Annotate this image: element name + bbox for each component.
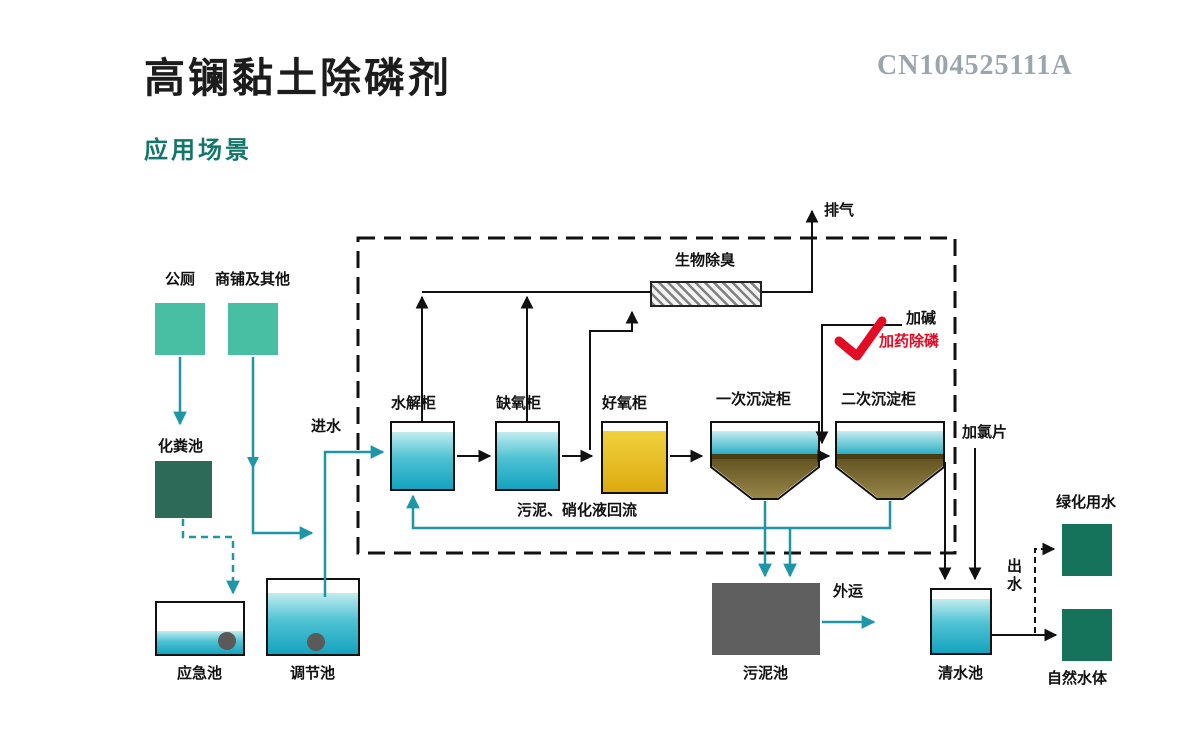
natural-water-body-box [1062, 609, 1112, 661]
shops-label: 商铺及其他 [215, 271, 291, 288]
septic-tank-box [155, 461, 212, 518]
sludge-nitrification-return-line [406, 494, 892, 530]
clear-water-pool-label: 清水池 [938, 665, 984, 682]
process-boundary-dashed [356, 236, 957, 555]
anoxic-tank-water [497, 432, 558, 489]
outlet-to-greening-water-dashed-line [1034, 542, 1056, 633]
transport-out-label: 外运 [833, 583, 864, 600]
primary-sedimentation-label: 一次沉淀柜 [716, 391, 792, 408]
aerobic-tank-box [601, 421, 668, 494]
pump-icon [307, 633, 325, 651]
septic-tank-label: 化粪池 [158, 438, 204, 455]
public-toilet-box [155, 303, 205, 355]
hydrolysis-tank-box [390, 421, 455, 491]
anoxic-tank-label: 缺氧柜 [496, 395, 542, 412]
exhaust-line [762, 209, 819, 293]
secondary-sedimentation-label: 二次沉淀柜 [841, 391, 917, 408]
bio-deodorization-box [650, 281, 762, 307]
septic-to-emergency-dashed-line [181, 519, 240, 595]
clear-water-pool-box [930, 588, 992, 655]
dosing-phosphorus-removal-label: 加药除磷 [879, 333, 940, 350]
natural-water-body-label: 自然水体 [1047, 670, 1108, 687]
hydrolysis-tank-water [392, 432, 453, 489]
exhaust-label: 排气 [824, 202, 855, 219]
shops-box [228, 303, 278, 355]
greening-water-label: 绿化用水 [1056, 494, 1117, 511]
pump-icon [218, 632, 236, 650]
return-flow-label: 污泥、硝化液回流 [517, 502, 638, 519]
bio-deodorization-label: 生物除臭 [675, 252, 736, 269]
sludge-pool-box [712, 583, 820, 655]
anoxic-tank-box [495, 421, 560, 491]
inlet-line [323, 445, 385, 597]
section-subtitle: 应用场景 [144, 137, 252, 164]
teal-flow-lines [173, 357, 892, 629]
page-title: 高镧黏土除磷剂 [144, 55, 452, 101]
black-flow-lines [415, 209, 1058, 642]
regulating-pool-label: 调节池 [290, 665, 336, 682]
shops-to-regulating-line [251, 357, 314, 540]
chlorine-tablets-label: 加氯片 [962, 424, 1008, 441]
mid-arrowhead-icon [247, 457, 259, 469]
aerobic-tank-label: 好氧柜 [602, 395, 648, 412]
aerobic-gas-line [589, 310, 639, 450]
emergency-pool-box [155, 601, 245, 656]
regulating-pool-box [266, 578, 360, 656]
secondary-sedimentation-tank-shape [835, 421, 945, 500]
hydrolysis-tank-label: 水解柜 [391, 395, 437, 412]
sludge-pool-label: 污泥池 [743, 665, 789, 682]
primary-sedimentation-tank-shape [710, 421, 820, 500]
patent-number: CN104525111A [877, 50, 1073, 81]
greening-water-box [1062, 524, 1112, 576]
inlet-label: 进水 [311, 418, 342, 435]
public-toilet-label: 公厕 [165, 271, 196, 288]
aerobic-tank-liquid [603, 431, 666, 492]
emergency-pool-label: 应急池 [177, 665, 223, 682]
clear-water-pool-water [932, 599, 990, 653]
checkmark-icon [834, 316, 887, 361]
add-alkali-label: 加碱 [906, 310, 937, 327]
outlet-label: 出水 [1005, 558, 1022, 594]
